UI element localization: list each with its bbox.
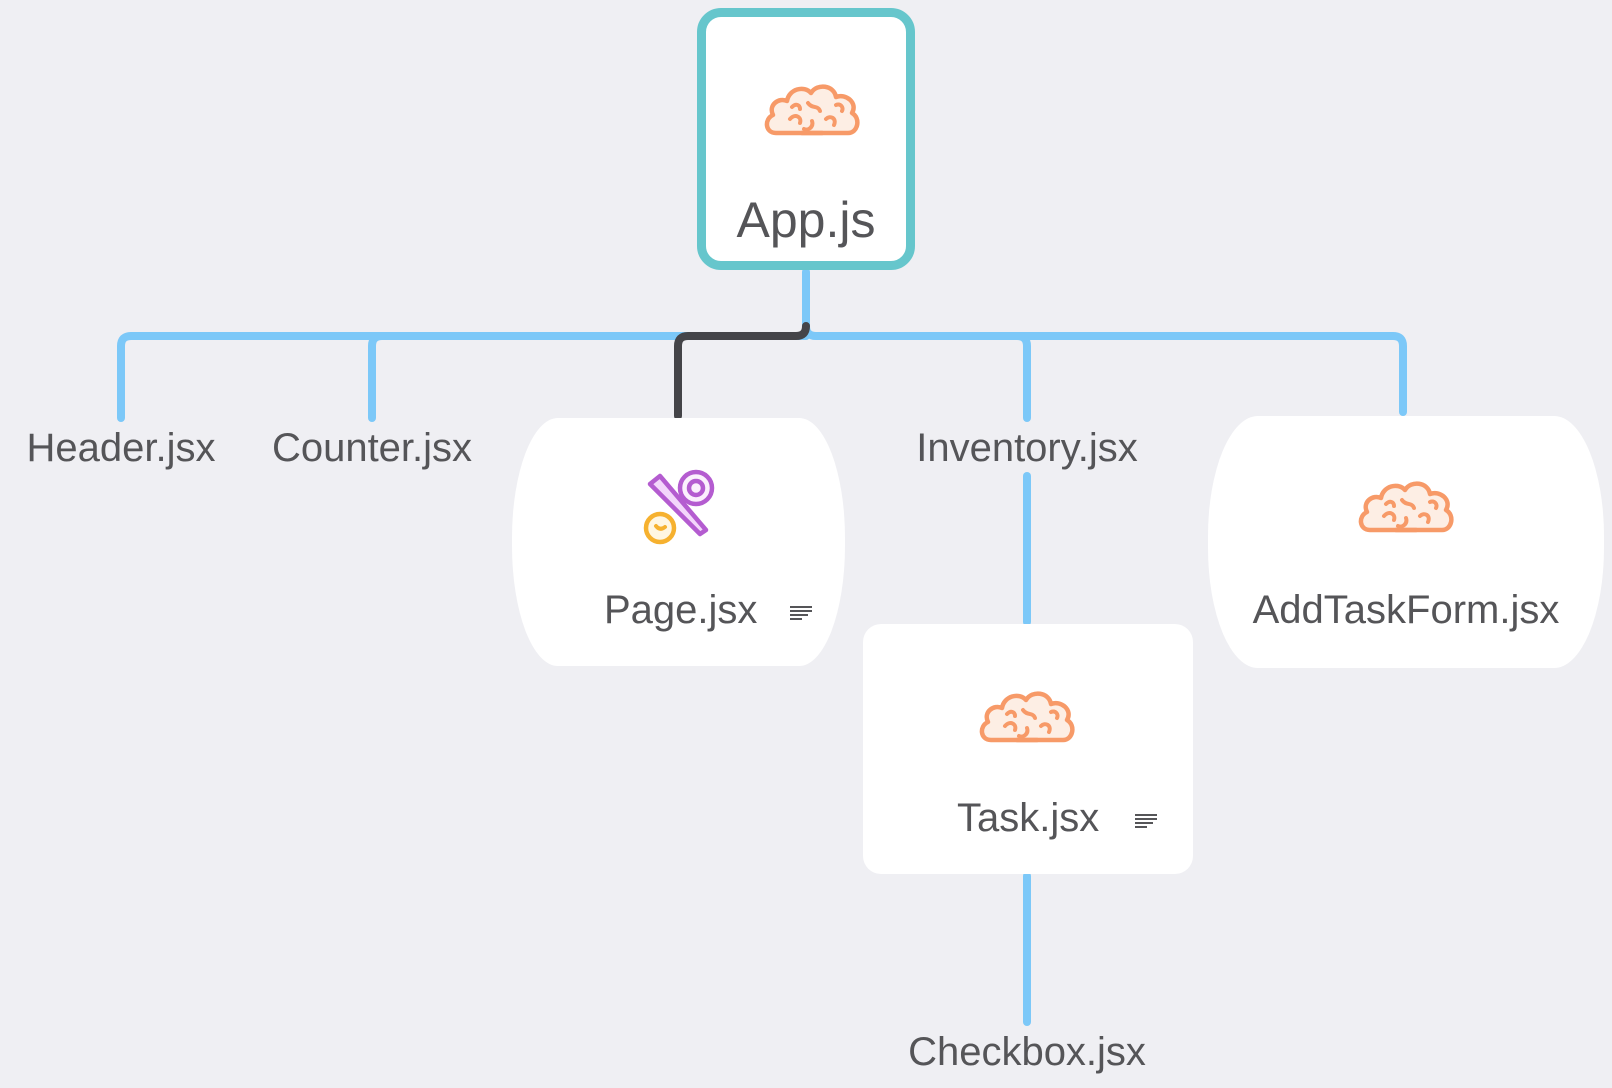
node-addtaskform-label: AddTaskForm.jsx <box>1252 588 1560 632</box>
root-node[interactable]: App.js <box>697 8 915 270</box>
note-icon[interactable] <box>790 606 812 622</box>
connector-header <box>117 332 810 422</box>
note-icon[interactable] <box>1135 814 1157 830</box>
connector-root-stem <box>802 268 1407 416</box>
node-inventory[interactable]: Inventory.jsx <box>916 426 1138 470</box>
node-task-label: Task.jsx <box>957 796 1100 840</box>
pacifier-icon <box>643 469 715 545</box>
node-checkbox[interactable]: Checkbox.jsx <box>908 1030 1146 1074</box>
node-page-label: Page.jsx <box>604 588 758 632</box>
connector-counter <box>368 332 386 422</box>
brain-icon <box>764 84 860 136</box>
node-task[interactable]: Task.jsx <box>863 624 1193 874</box>
brain-icon <box>1358 481 1454 533</box>
connector-inventory <box>1013 332 1031 422</box>
node-page[interactable]: Page.jsx <box>512 418 845 666</box>
brain-icon <box>979 691 1075 743</box>
node-counter[interactable]: Counter.jsx <box>271 426 473 470</box>
root-node-label: App.js <box>736 192 876 248</box>
node-header[interactable]: Header.jsx <box>26 426 216 470</box>
connector-page-selected <box>674 322 810 420</box>
node-addtaskform[interactable]: AddTaskForm.jsx <box>1208 416 1604 668</box>
